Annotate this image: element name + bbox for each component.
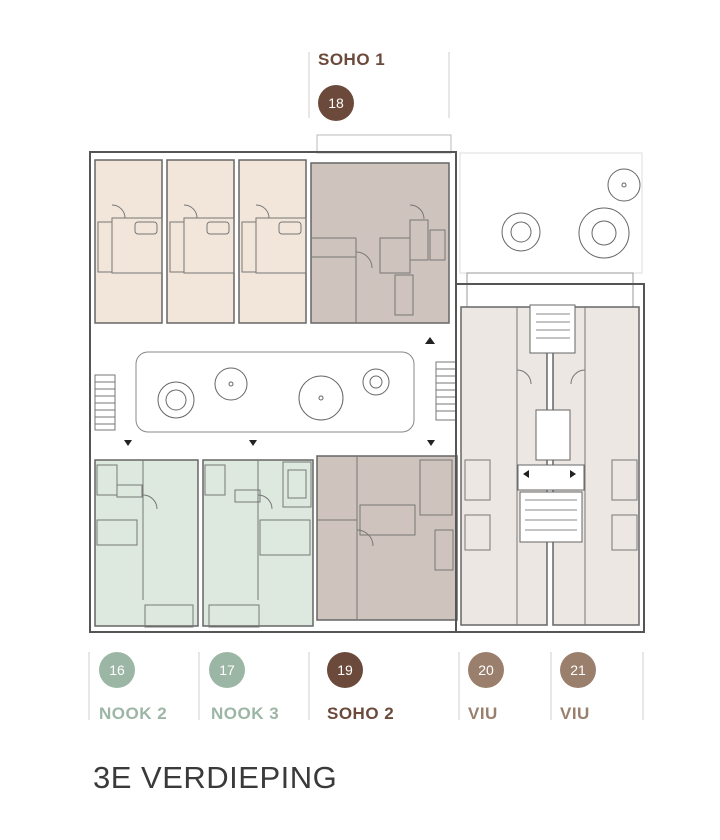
unit-top-2 bbox=[166, 159, 235, 324]
interior-top bbox=[97, 204, 446, 323]
unit-nook2 bbox=[94, 459, 199, 627]
badge-nook3: 17 bbox=[209, 652, 245, 688]
badge-viu21: 21 bbox=[560, 652, 596, 688]
tree-icon bbox=[157, 168, 641, 421]
arrow-up-icon bbox=[425, 337, 435, 344]
courtyard-stairs-left bbox=[94, 374, 116, 431]
unit-soho2 bbox=[316, 455, 458, 621]
courtyard-top-right bbox=[459, 152, 643, 274]
label-nook3: NOOK 3 bbox=[211, 704, 280, 723]
arrow-down-icon bbox=[124, 440, 435, 446]
unit-top-3 bbox=[238, 159, 307, 324]
interior-viu bbox=[464, 307, 638, 625]
arrow-left-icon bbox=[523, 470, 529, 478]
unit-top-1 bbox=[94, 159, 163, 324]
floor-title: 3E VERDIEPING bbox=[93, 760, 338, 795]
label-dividers bbox=[88, 52, 644, 720]
badge-soho2: 19 bbox=[327, 652, 363, 688]
interior-bottom bbox=[96, 456, 454, 628]
label-viu20: VIU bbox=[468, 704, 498, 723]
stairs-lines bbox=[525, 313, 577, 531]
label-soho2: SOHO 2 bbox=[327, 704, 395, 723]
badge-nook2: 16 bbox=[99, 652, 135, 688]
courtyard-strip bbox=[135, 351, 415, 433]
balcony-viu bbox=[466, 272, 634, 308]
badge-soho1: 18 bbox=[318, 85, 354, 121]
viu-block bbox=[455, 283, 645, 633]
label-nook2: NOOK 2 bbox=[99, 704, 168, 723]
label-soho1: SOHO 1 bbox=[318, 50, 386, 69]
courtyard-stairs-right bbox=[435, 361, 457, 421]
balcony-soho1 bbox=[316, 134, 452, 154]
arrow-right-icon bbox=[570, 470, 576, 478]
badge-viu20: 20 bbox=[468, 652, 504, 688]
label-viu21: VIU bbox=[560, 704, 590, 723]
